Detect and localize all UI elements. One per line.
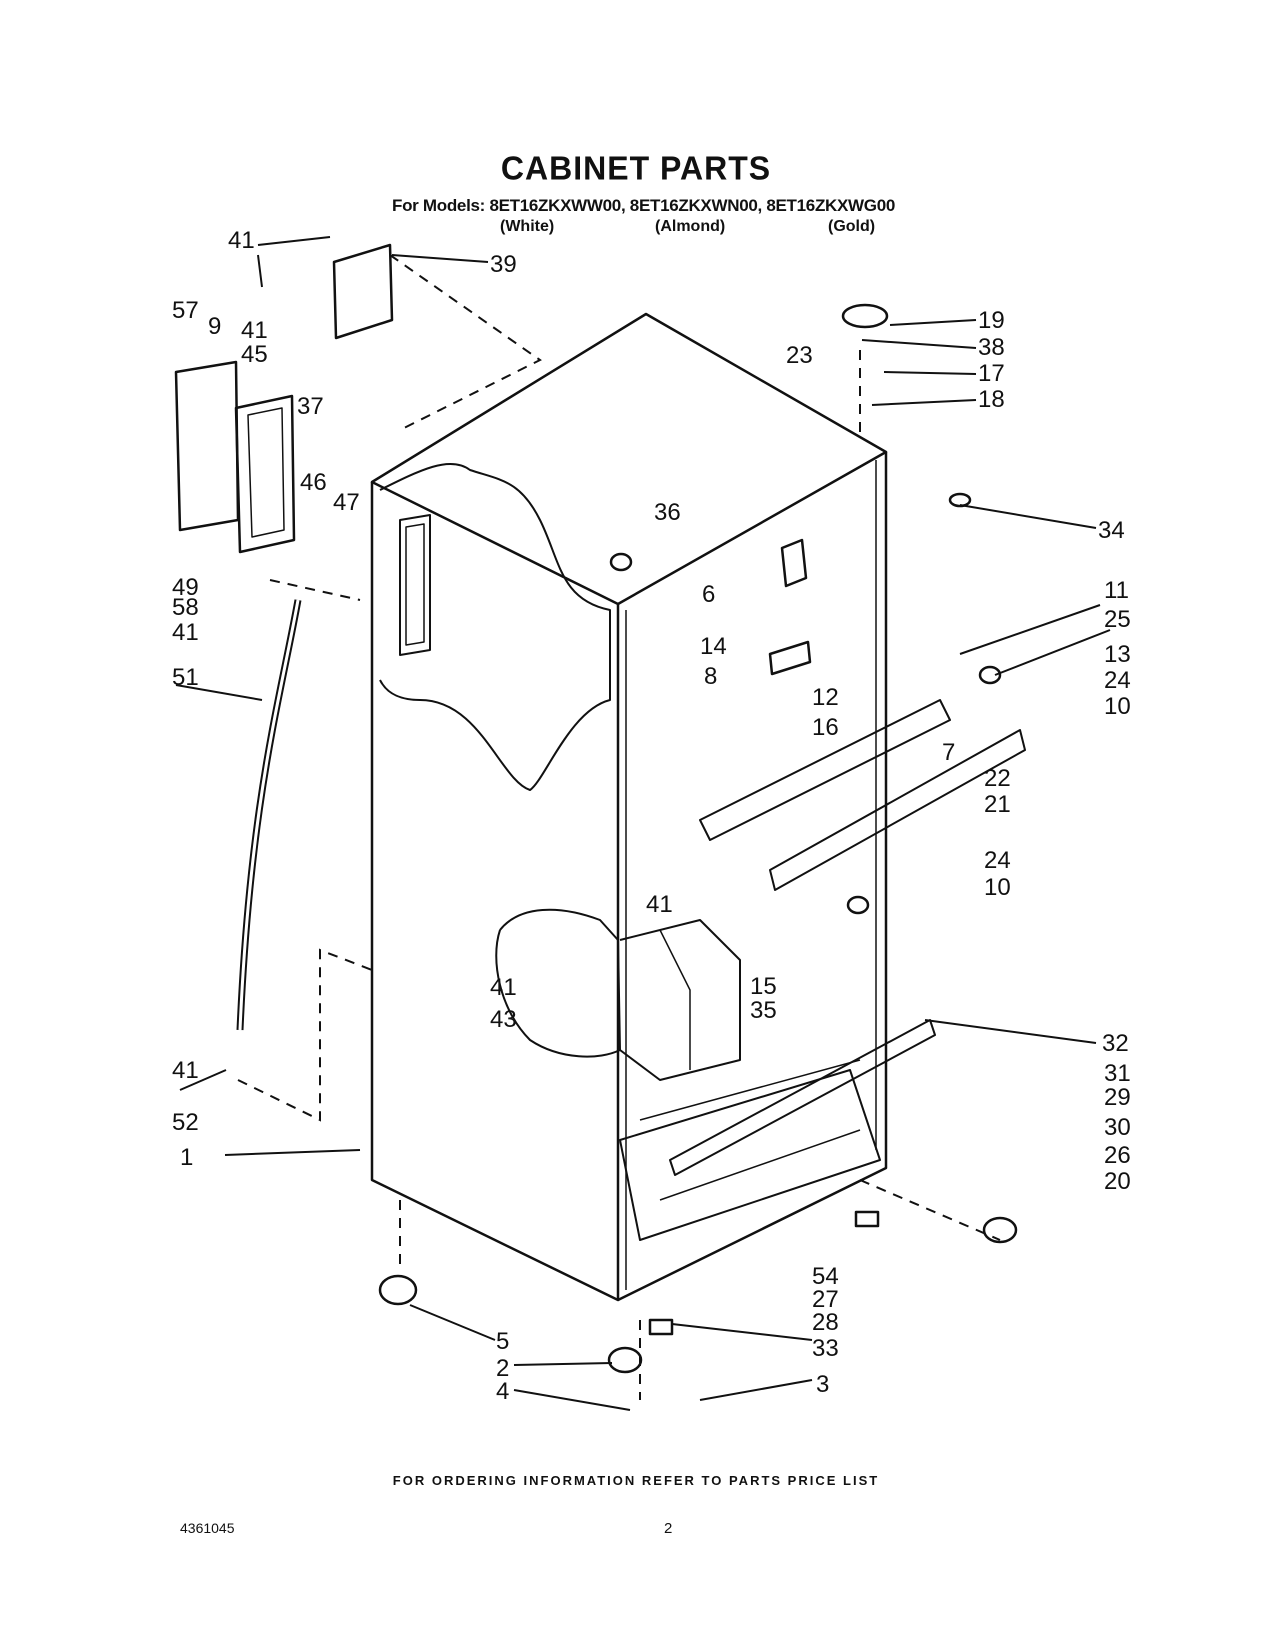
part-label: 6 <box>702 581 715 608</box>
part-label: 21 <box>984 791 1011 818</box>
part-label: 54 <box>812 1263 839 1290</box>
dashed-guide-lines <box>237 254 1001 1400</box>
part-label: 17 <box>978 360 1005 387</box>
part-label: 22 <box>984 765 1011 792</box>
part-label: 41 <box>241 317 268 344</box>
part-label: 19 <box>978 307 1005 334</box>
part-label: 32 <box>1102 1030 1129 1057</box>
part-label: 10 <box>984 874 1011 901</box>
models-line: For Models: 8ET16ZKXWW00, 8ET16ZKXWN00, … <box>392 196 896 215</box>
part-label: 9 <box>208 313 221 340</box>
page-title: CABINET PARTS <box>500 149 772 187</box>
part-label: 13 <box>1104 641 1131 668</box>
color-gold: (Gold) <box>828 218 876 235</box>
part-label: 24 <box>984 847 1011 874</box>
part-label: 41 <box>490 974 517 1001</box>
part-label: 41 <box>172 619 199 646</box>
part-label: 39 <box>490 251 517 278</box>
part-label: 5 <box>496 1328 509 1355</box>
part-label: 28 <box>812 1309 839 1336</box>
part-label: 47 <box>333 489 360 516</box>
part-label: 41 <box>228 227 255 254</box>
part-label: 12 <box>812 684 839 711</box>
part-label: 18 <box>978 386 1005 413</box>
color-white: (White) <box>500 218 555 235</box>
part-label: 45 <box>241 341 268 368</box>
part-label: 30 <box>1104 1114 1131 1141</box>
part-label: 41 <box>172 1057 199 1084</box>
part-label: 2 <box>496 1355 509 1382</box>
part-label: 1 <box>180 1144 193 1171</box>
part-label: 11 <box>1104 577 1129 604</box>
part-label: 38 <box>978 334 1005 361</box>
part-label: 49 <box>172 574 199 601</box>
document-number: 4361045 <box>180 1520 235 1536</box>
part-label: 37 <box>297 393 324 420</box>
part-label: 20 <box>1104 1168 1131 1195</box>
part-label: 29 <box>1104 1084 1131 1111</box>
part-label: 16 <box>812 714 839 741</box>
part-label: 26 <box>1104 1142 1131 1169</box>
part-label: 51 <box>172 664 199 691</box>
part-label: 3 <box>816 1371 829 1398</box>
part-label: 46 <box>300 469 327 496</box>
part-label: 15 <box>750 973 777 1000</box>
part-label: 34 <box>1098 517 1125 544</box>
part-label: 33 <box>812 1335 839 1362</box>
ordering-note: FOR ORDERING INFORMATION REFER TO PARTS … <box>392 1473 880 1488</box>
leader-lines <box>175 236 1111 1411</box>
part-label: 14 <box>700 633 727 660</box>
part-label: 41 <box>646 891 673 918</box>
part-label: 31 <box>1104 1060 1131 1087</box>
part-label: 36 <box>654 499 681 526</box>
part-label: 24 <box>1104 667 1131 694</box>
part-label: 23 <box>786 342 813 369</box>
color-almond: (Almond) <box>655 218 726 235</box>
part-label: 43 <box>490 1006 517 1033</box>
part-label: 10 <box>1104 693 1131 720</box>
part-label: 52 <box>172 1109 199 1136</box>
part-label: 57 <box>172 297 199 324</box>
part-label: 58 <box>172 594 199 621</box>
part-label: 27 <box>812 1286 839 1313</box>
part-label: 35 <box>750 997 777 1024</box>
cabinet-outline <box>174 243 1026 1374</box>
part-label: 4 <box>496 1378 509 1405</box>
part-label: 8 <box>704 663 717 690</box>
part-label: 25 <box>1104 606 1131 633</box>
part-label: 7 <box>942 739 955 766</box>
page-number: 2 <box>664 1520 673 1537</box>
